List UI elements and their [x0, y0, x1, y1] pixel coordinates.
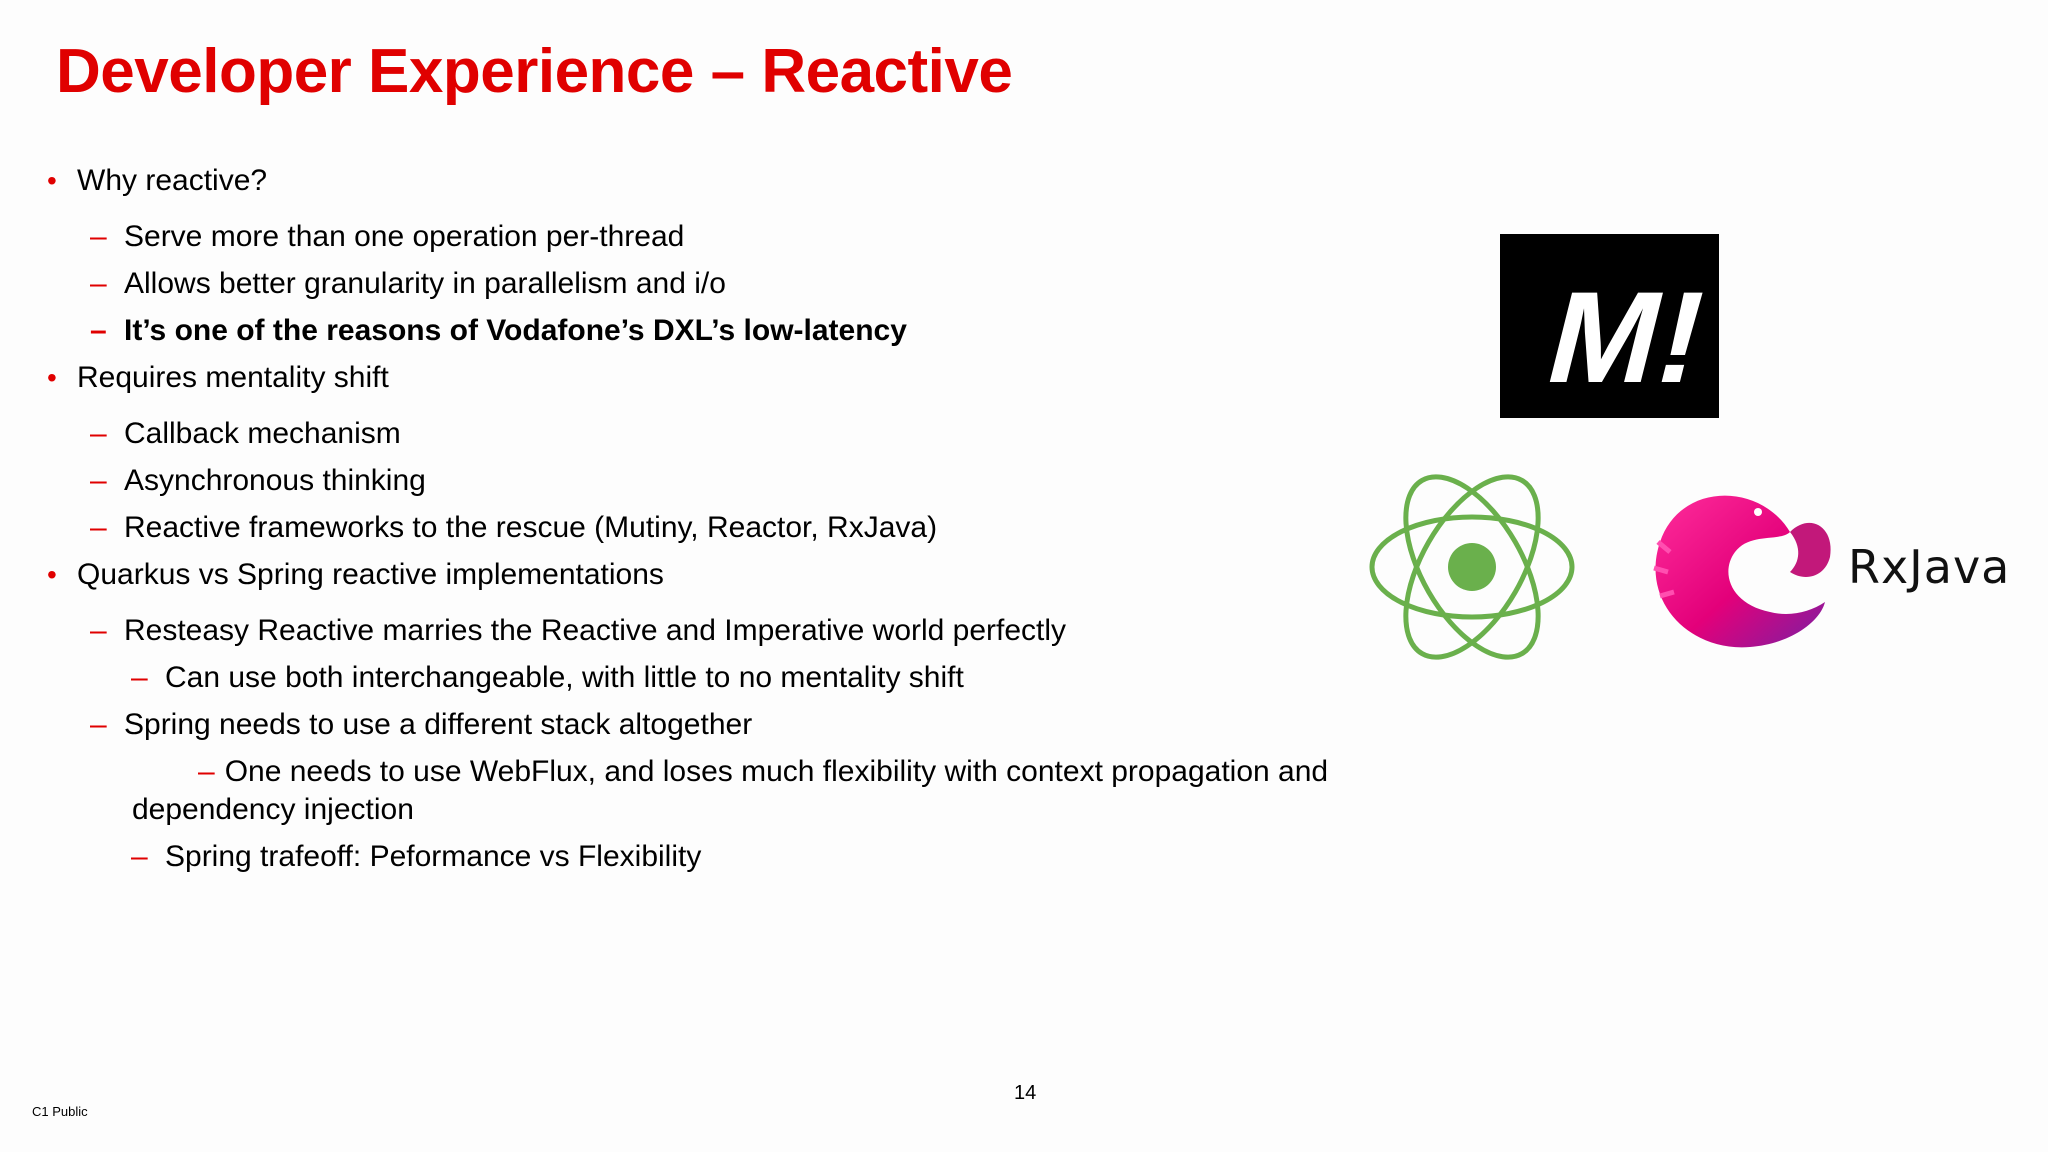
bullet-text: Quarkus vs Spring reactive implementatio…	[77, 558, 664, 591]
rxjava-eel-logo	[1640, 472, 1840, 662]
bullet-quarkus-vs-spring: • Quarkus vs Spring reactive implementat…	[47, 556, 664, 594]
sub-sub-bullet: – Can use both interchangeable, with lit…	[131, 659, 964, 697]
dash-marker: –	[90, 464, 107, 497]
dash-marker: –	[90, 708, 107, 741]
sub-bullet: – Asynchronous thinking	[90, 462, 426, 500]
dash-marker: –	[198, 755, 215, 788]
bullet-text: One needs to use WebFlux, and loses much…	[132, 755, 1329, 826]
bullet-text: Spring needs to use a different stack al…	[124, 708, 753, 741]
page-number: 14	[1014, 1082, 1037, 1104]
sub-bullet-emphasis: – It’s one of the reasons of Vodafone’s …	[90, 312, 907, 350]
atom-icon	[1369, 474, 1575, 660]
dash-marker: –	[131, 840, 148, 873]
sub-bullet: – Spring needs to use a different stack …	[90, 706, 753, 744]
reactor-atom-logo	[1362, 462, 1582, 672]
mutiny-logo-icon: M!	[1534, 265, 1722, 410]
dash-marker: –	[90, 417, 107, 450]
rxjava-logo-text: RxJava	[1848, 540, 2011, 594]
classification-label: C1 Public	[32, 1104, 88, 1119]
sub-bullet: – Callback mechanism	[90, 415, 401, 453]
bullet-mentality-shift: • Requires mentality shift	[47, 359, 389, 397]
dash-marker: –	[90, 511, 107, 544]
bullet-text: Resteasy Reactive marries the Reactive a…	[124, 614, 1067, 647]
bullet-why-reactive: • Why reactive?	[47, 162, 268, 200]
bullet-marker: •	[47, 559, 57, 590]
dash-marker: –	[131, 661, 148, 694]
bullet-text: Asynchronous thinking	[124, 464, 426, 497]
dash-marker: –	[90, 267, 107, 300]
mutiny-logo: M!	[1500, 234, 1722, 418]
sub-bullet: – Serve more than one operation per-thre…	[90, 218, 685, 256]
bullet-marker: •	[47, 165, 57, 196]
mutiny-logo-text: M!	[1534, 265, 1719, 410]
bullet-text: Can use both interchangeable, with littl…	[165, 661, 964, 694]
sub-sub-bullet: – Spring trafeoff: Peformance vs Flexibi…	[131, 838, 702, 876]
dash-marker: –	[90, 220, 107, 253]
bullet-text: Allows better granularity in parallelism…	[124, 267, 726, 300]
bullet-text: Reactive frameworks to the rescue (Mutin…	[124, 511, 938, 544]
dash-marker: –	[90, 614, 107, 647]
sub-bullet: – Resteasy Reactive marries the Reactive…	[90, 612, 1067, 650]
bullet-text: Callback mechanism	[124, 417, 401, 450]
bullet-marker: •	[47, 362, 57, 393]
eel-icon	[1653, 495, 1831, 648]
bullet-text: Spring trafeoff: Peformance vs Flexibili…	[165, 840, 702, 873]
sub-sub-bullet-wrapped: –One needs to use WebFlux, and loses muc…	[132, 753, 1352, 829]
slide-title: Developer Experience – Reactive	[56, 37, 1013, 106]
sub-bullet: – Allows better granularity in paralleli…	[90, 265, 726, 303]
bullet-text: Requires mentality shift	[77, 361, 389, 394]
sub-bullet: – Reactive frameworks to the rescue (Mut…	[90, 509, 938, 547]
dash-marker: –	[90, 314, 107, 347]
bullet-text: It’s one of the reasons of Vodafone’s DX…	[124, 314, 907, 347]
bullet-text: Why reactive?	[77, 164, 268, 197]
bullet-text: Serve more than one operation per-thread	[124, 220, 685, 253]
